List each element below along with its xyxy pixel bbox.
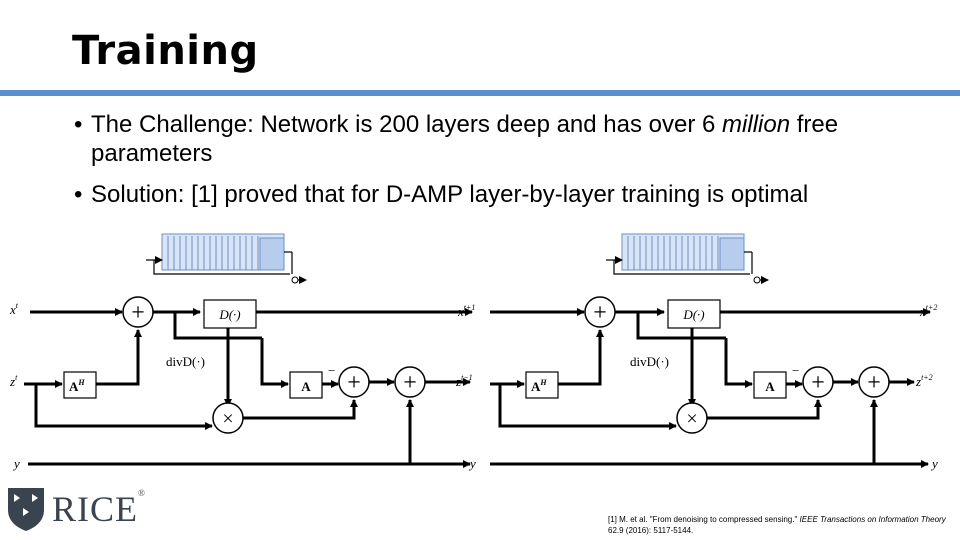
plus-sign: + xyxy=(593,300,607,326)
adjoint-label: AH xyxy=(69,378,85,394)
layer-stage-2: + D(·) xt+2 AH divD(·) × A − + + zt+2 y xyxy=(490,233,938,471)
forward-label: A xyxy=(765,379,775,394)
z-output-label: zt−1 xyxy=(455,373,473,389)
x-output-label: xt+2 xyxy=(919,303,937,319)
adjoint-operator-block xyxy=(525,371,559,399)
bullet-text-part: Solution: [1] proved that for D-AMP laye… xyxy=(91,181,809,208)
y-output-label: y xyxy=(468,456,476,471)
denoiser-label: D(·) xyxy=(682,307,704,322)
bullet-item: • Solution: [1] proved that for D-AMP la… xyxy=(74,180,944,209)
bullet-text-part: free parameters xyxy=(91,111,839,167)
divergence-label: divD(·) xyxy=(630,354,669,369)
z-input-label: zt xyxy=(9,373,18,389)
y-input-label: y xyxy=(12,456,20,471)
bullet-dot: • xyxy=(74,181,83,208)
x-output-label: xt+1 xyxy=(457,303,475,319)
bullet-dot: • xyxy=(74,111,83,138)
rice-wordmark: RICE® xyxy=(52,488,146,529)
forward-operator-block xyxy=(753,371,787,399)
reference-citation: [1] M. et al. "From denoising to compres… xyxy=(608,514,960,536)
denoiser-block xyxy=(203,299,257,329)
times-sign: × xyxy=(686,408,697,430)
adjoint-label: AH xyxy=(531,378,547,394)
bullet-text-part: The Challenge: Network is 200 layers dee… xyxy=(91,111,723,138)
reference-journal: IEEE Transactions on Information Theory xyxy=(799,515,946,524)
plus-sign: + xyxy=(403,370,417,396)
bullet-list: • The Challenge: Network is 200 layers d… xyxy=(74,110,944,221)
forward-label: A xyxy=(301,379,311,394)
rice-shield-icon xyxy=(8,488,44,531)
forward-operator-block xyxy=(289,371,323,399)
title-divider xyxy=(0,90,960,96)
bullet-emphasis: million xyxy=(722,111,791,138)
plus-sign: + xyxy=(131,300,145,326)
bullet-text: Solution: [1] proved that for D-AMP laye… xyxy=(91,180,808,209)
divergence-label: divD(·) xyxy=(166,354,205,369)
times-sign: × xyxy=(222,408,233,430)
cnn-denoiser-icon xyxy=(146,233,307,284)
rice-logo: RICE® xyxy=(4,486,146,532)
plus-sign: + xyxy=(867,370,881,396)
damp-network-diagram: xt + D(·) xt+1 zt AH divD(·) × A − + + z… xyxy=(9,233,938,471)
plus-sign: + xyxy=(811,370,825,396)
slide-title: Training xyxy=(72,28,259,74)
cnn-denoiser-icon xyxy=(606,233,769,284)
minus-sign: − xyxy=(792,363,799,378)
plus-sign: + xyxy=(347,370,361,396)
reference-text: 62.9 (2016): 5117-5144. xyxy=(608,526,694,535)
bullet-text: The Challenge: Network is 200 layers dee… xyxy=(91,110,944,168)
reference-text: [1] M. et al. "From denoising to compres… xyxy=(608,515,800,524)
bullet-item: • The Challenge: Network is 200 layers d… xyxy=(74,110,944,168)
minus-sign: − xyxy=(328,363,335,378)
denoiser-block xyxy=(667,299,721,329)
y-output-label: y xyxy=(930,456,938,471)
z-output-label: zt+2 xyxy=(915,373,933,389)
denoiser-label: D(·) xyxy=(218,307,240,322)
layer-stage-1: xt + D(·) xt+1 zt AH divD(·) × A − + + z… xyxy=(9,233,476,471)
x-input-label: xt xyxy=(9,301,19,317)
